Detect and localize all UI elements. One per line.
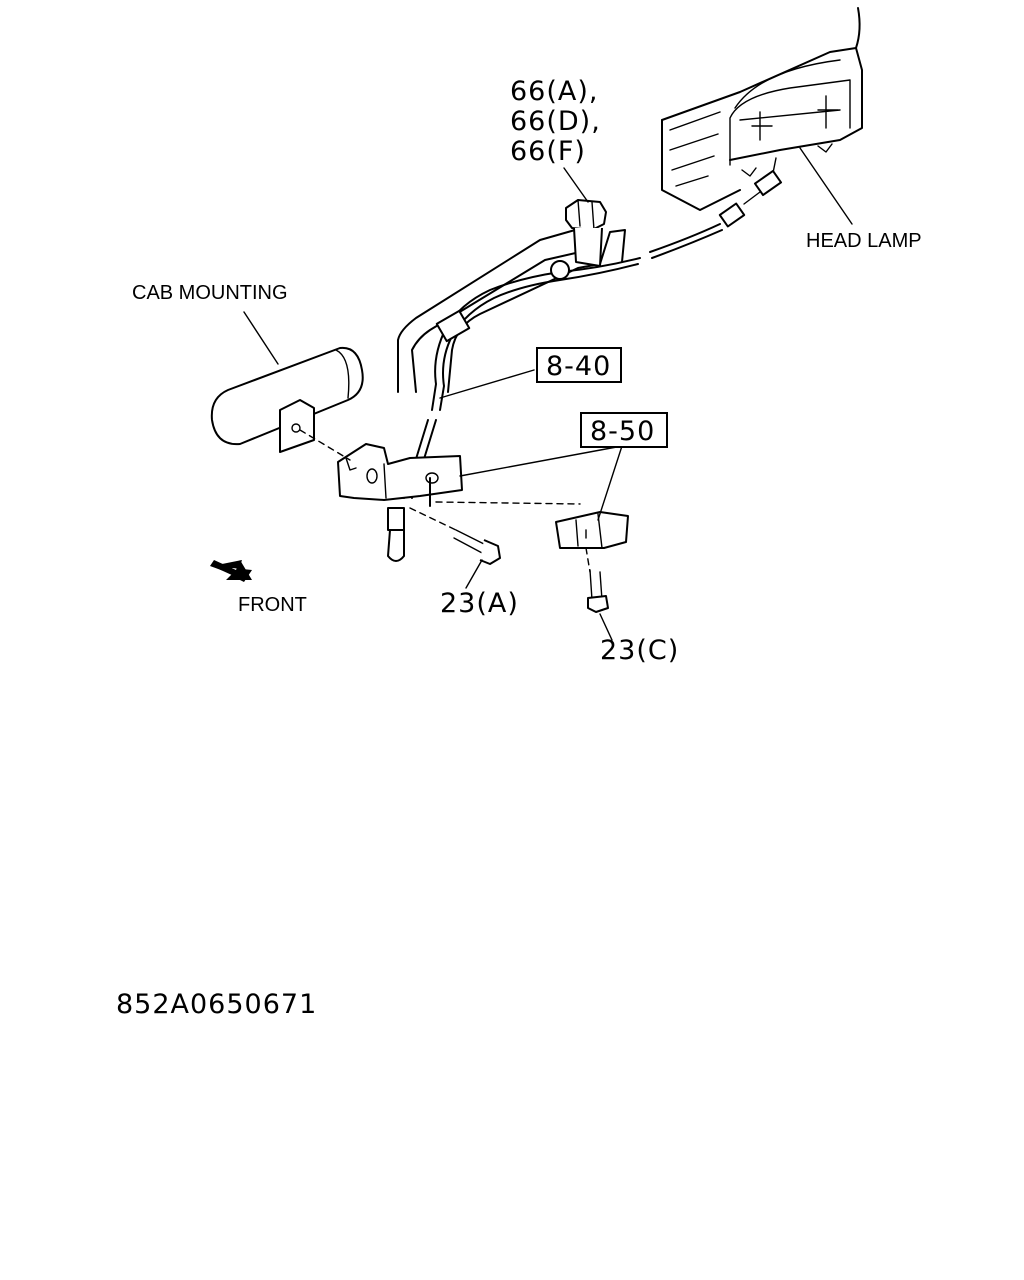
bolt-23a [453, 529, 501, 565]
clamp-bracket [337, 443, 463, 507]
wiring-harness [387, 223, 723, 562]
bolt-23c [587, 569, 609, 613]
nut-66 [565, 199, 607, 267]
label-part-23c: 23(C) [600, 635, 679, 666]
ref-box-8-50 [580, 412, 668, 448]
label-part-66-line2: 66(D), [510, 106, 601, 137]
label-part-23a: 23(A) [440, 588, 519, 619]
label-part-66-line3: 66(F) [510, 136, 586, 167]
label-ref-8-50: 8-50 [590, 416, 655, 447]
clip-right [555, 511, 629, 549]
label-cab-mounting: CAB MOUNTING [132, 282, 288, 304]
ref-box-8-40 [536, 347, 622, 383]
label-part-66-line1: 66(A), [510, 76, 598, 107]
label-front: FRONT [238, 594, 307, 616]
label-head-lamp: HEAD LAMP [806, 230, 922, 252]
leader-lines [243, 147, 853, 641]
cab-mounting-tube [210, 346, 364, 453]
fastener-guides [299, 429, 591, 573]
label-ref-8-40: 8-40 [546, 351, 611, 382]
head-lamp-assembly [661, 7, 863, 228]
drawing-number: 852A0650671 [116, 989, 317, 1020]
front-arrow-icon [210, 560, 252, 582]
